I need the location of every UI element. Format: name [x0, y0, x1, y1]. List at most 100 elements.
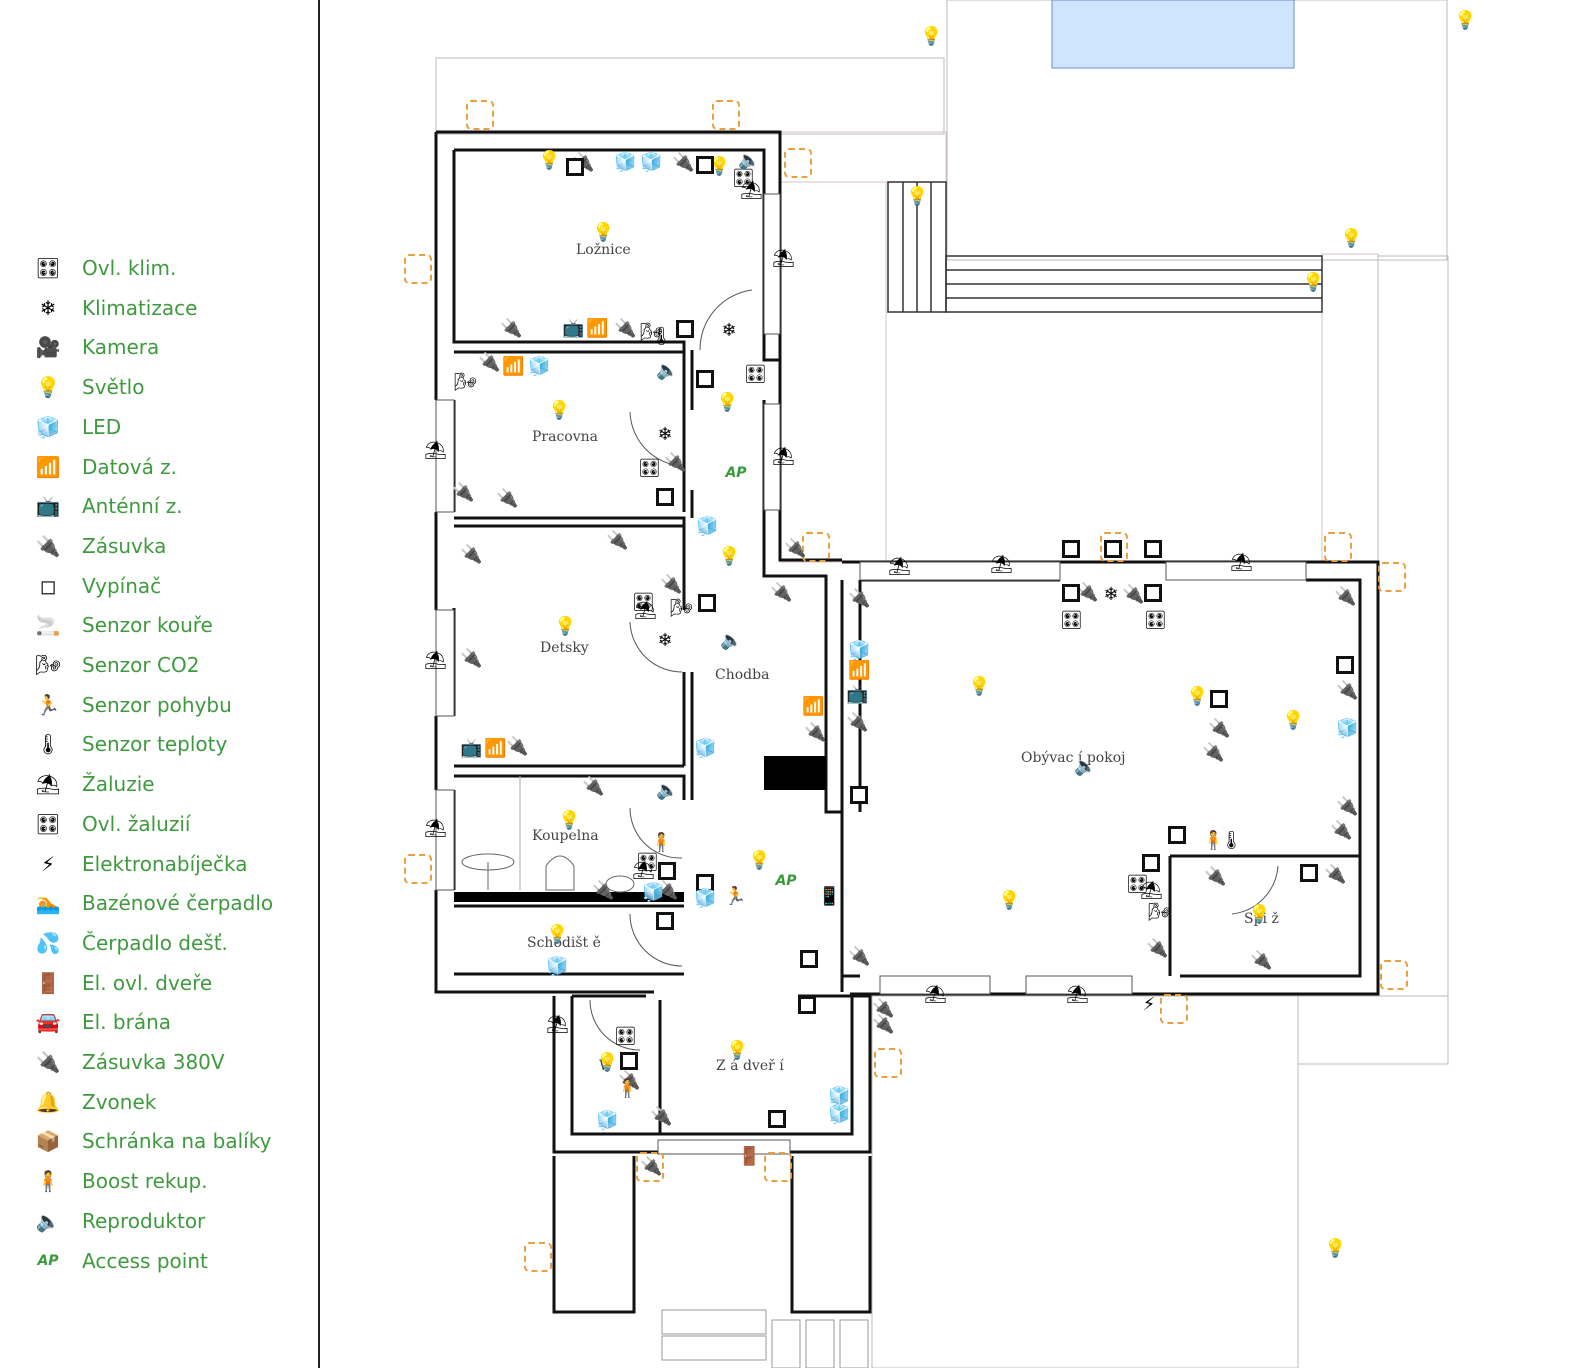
legend-label: Senzor pohybu [82, 692, 232, 717]
snowflake-icon: ❄ [657, 630, 673, 651]
legend-label: Žaluzie [82, 772, 155, 797]
room-spiz: Spi ž [1244, 911, 1279, 927]
plug-icon: 🔌 [660, 574, 683, 595]
plug-icon: 🔌 [618, 1070, 641, 1091]
climate-control-icon: 🎛 [744, 364, 767, 385]
wifi-icon: 📶 [586, 318, 609, 339]
snowflake-icon: ❄ [721, 320, 737, 341]
plug-icon: 🔌 [848, 946, 871, 967]
tv-icon: 📺 [846, 684, 869, 705]
lightbulb-icon: 💡 [592, 222, 615, 243]
switch-icon [1062, 540, 1080, 558]
legend-label: Klimatizace [82, 295, 198, 320]
snowflake-icon: ❄ [657, 424, 673, 445]
plug-icon: 🔌 [872, 1014, 895, 1035]
lightbulb-icon: 💡 [1302, 272, 1325, 293]
plug-icon: 🔌 [770, 582, 793, 603]
co2-icon: 🌬 [454, 372, 477, 393]
umbrella-icon: ⛱ [35, 772, 61, 797]
room-koupelna: Koupelna [532, 828, 599, 844]
lightbulb-icon: 💡 [748, 850, 771, 871]
outdoor-light-marker [1160, 994, 1188, 1024]
lightning-icon: ⚡ [40, 851, 56, 876]
ice-cube-icon: 🧊 [696, 516, 719, 537]
lightbulb-icon: 💡 [718, 546, 741, 567]
running-person-icon: 🏃 [724, 886, 747, 907]
plug-icon: 🔌 [460, 544, 483, 565]
switch-icon [696, 874, 714, 892]
wifi-icon: 📶 [848, 660, 871, 681]
plug-icon: 🔌 [1250, 950, 1273, 971]
plug-icon: 🔌 [1334, 586, 1357, 607]
ice-cube-icon: 🧊 [828, 1104, 851, 1125]
outdoor-light-marker [802, 532, 830, 562]
co2-icon: 🌬 [640, 322, 663, 343]
plug-icon: 🔌 [1204, 866, 1227, 887]
legend-label: Ovl. žaluzií [82, 811, 191, 836]
wifi-icon: 📶 [502, 356, 525, 377]
speaker-icon: 🔈 [656, 360, 679, 381]
camera-icon: 🎥 [35, 335, 61, 360]
ice-cube-icon: 🧊 [642, 882, 665, 903]
wifi-icon: 📶 [484, 738, 507, 759]
switch-icon [656, 488, 674, 506]
ice-cube-icon: 🧊 [640, 152, 663, 173]
outdoor-light-marker [466, 100, 494, 130]
switch-icon [1144, 584, 1162, 602]
plug-icon: 🔌 [640, 1156, 663, 1177]
climate-control-icon: 🎛 [1144, 610, 1167, 631]
ice-cube-icon: 🧊 [1336, 718, 1359, 739]
lightbulb-icon: 💡 [554, 616, 577, 637]
plug-icon: 🔌 [846, 712, 869, 733]
outdoor-light-marker [874, 1048, 902, 1078]
plug-icon: 🔌 [784, 538, 807, 559]
pool-pump-icon: 🏊 [35, 891, 61, 916]
wifi-icon: 📶 [802, 696, 825, 717]
room-wc: W [599, 1058, 614, 1074]
switch-icon: ◻ [39, 573, 57, 598]
umbrella-icon: ⛱ [1140, 880, 1163, 901]
ice-cube-icon: 🧊 [694, 738, 717, 759]
legend-item: 🔈Reproduktor [34, 1206, 206, 1236]
legend-item: 🔔Zvonek [34, 1087, 157, 1117]
room-schodiste: Schodišt ě [527, 935, 601, 951]
legend-item: 🚪El. ovl. dveře [34, 968, 213, 998]
plug-icon: 🔌 [1336, 796, 1359, 817]
legend-item: 💦Čerpadlo dešť. [34, 928, 228, 958]
switch-icon [566, 158, 584, 176]
umbrella-icon: ⛱ [1230, 552, 1253, 573]
room-obyvak: Obývac í pokoj [1021, 750, 1126, 766]
legend-label: El. ovl. dveře [82, 970, 213, 995]
blind-control-icon: 🎛 [35, 811, 61, 836]
plug-icon: 🔌 [35, 533, 61, 558]
snowflake-icon: ❄ [39, 295, 57, 320]
ice-cube-icon: 🧊 [848, 640, 871, 661]
floor-plan-walls [434, 0, 1449, 1368]
switch-icon [798, 996, 816, 1014]
legend-panel: 🎛Ovl. klim.❄Klimatizace🎥Kamera💡Světlo🧊LE… [0, 0, 318, 1368]
climate-control-icon: 🎛 [614, 1026, 637, 1047]
co2-icon: 🌬 [670, 598, 693, 619]
legend-label: LED [82, 414, 122, 439]
umbrella-icon: ⛱ [424, 440, 447, 461]
plug-icon: 🔌 [804, 722, 827, 743]
package-icon: 📦 [35, 1129, 61, 1154]
lightbulb-icon: 💡 [538, 150, 561, 171]
lightbulb-icon: 💡 [1186, 686, 1209, 707]
switch-icon [1300, 864, 1318, 882]
outdoor-light-marker [712, 100, 740, 130]
lightbulb-icon: 💡 [968, 676, 991, 697]
legend-label: Zásuvka [82, 533, 167, 558]
plug-icon: 🔌 [872, 998, 895, 1019]
legend-item: ⛱ Žaluzie [34, 769, 155, 799]
lightbulb-icon: 💡 [1248, 904, 1271, 925]
ice-cube-icon: 🧊 [694, 888, 717, 909]
legend-label: Senzor teploty [82, 732, 228, 757]
umbrella-icon: ⛱ [546, 1014, 569, 1035]
door-icon: 🚪 [738, 1146, 761, 1167]
legend-item: 🎛Ovl. klim. [34, 253, 176, 283]
room-zadver: Z á dveř í [716, 1058, 784, 1074]
umbrella-icon: ⛱ [634, 600, 657, 621]
switch-icon [1210, 690, 1228, 708]
